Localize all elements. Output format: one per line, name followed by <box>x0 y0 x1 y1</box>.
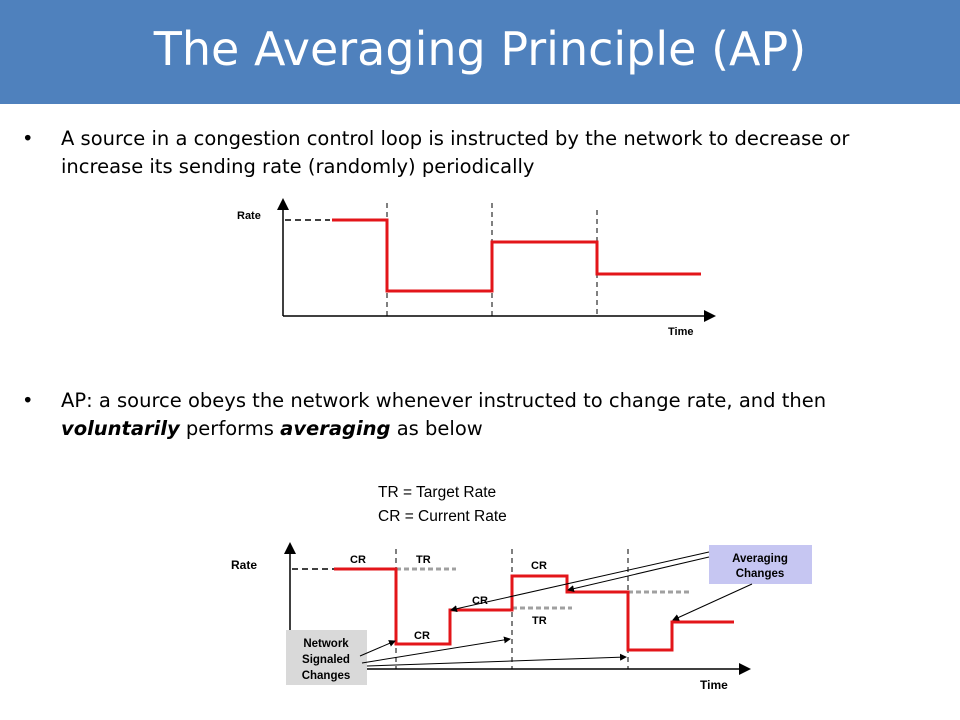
averaging-arrows <box>450 551 753 621</box>
legend-target-rate: TR = Target Rate <box>378 484 497 501</box>
tr-label: TR <box>532 615 547 627</box>
cr-label: CR <box>350 554 366 566</box>
y-axis-label: Rate <box>231 558 257 572</box>
averaging-box-line: Averaging <box>732 553 788 565</box>
emphasis-averaging: averaging <box>280 417 391 440</box>
bullet-text-part: AP: a source obeys the network whenever … <box>61 389 827 412</box>
x-axis-label: Time <box>668 326 693 338</box>
network-box-line: Changes <box>302 670 351 682</box>
current-rate-line <box>334 567 734 652</box>
legend-current-rate: CR = Current Rate <box>378 508 507 525</box>
averaging-box-line: Changes <box>736 568 785 580</box>
signal-time-markers <box>386 203 598 316</box>
network-box-line: Network <box>303 638 349 650</box>
rate-signal-line <box>332 218 701 293</box>
title-bar <box>0 0 960 104</box>
x-axis-label: Time <box>700 678 728 692</box>
bullet-text: A source in a congestion control loop is… <box>61 127 850 178</box>
bullet-text-part: as below <box>390 417 483 440</box>
network-box-line: Signaled <box>302 654 350 666</box>
network-arrows <box>359 636 627 667</box>
target-rate-lines <box>396 567 690 610</box>
bullet-text-part: performs <box>179 417 281 440</box>
slide-title: The Averaging Principle (AP) <box>153 22 807 76</box>
y-axis-label: Rate <box>237 210 261 222</box>
signal-time-markers <box>395 549 629 669</box>
averaging-changes-box <box>709 545 812 584</box>
network-signaled-changes-box <box>286 630 367 685</box>
bullet-symbol: • <box>22 389 34 412</box>
cr-label: CR <box>472 595 488 607</box>
axes-top <box>277 198 716 322</box>
tr-label: TR <box>416 554 431 566</box>
axes-bottom <box>284 542 751 675</box>
bullet-text: AP: a source obeys the network whenever … <box>61 387 881 443</box>
bullet-symbol: • <box>22 127 34 150</box>
emphasis-voluntarily: voluntarily <box>61 417 180 440</box>
cr-label: CR <box>414 630 430 642</box>
cr-label: CR <box>531 560 547 572</box>
